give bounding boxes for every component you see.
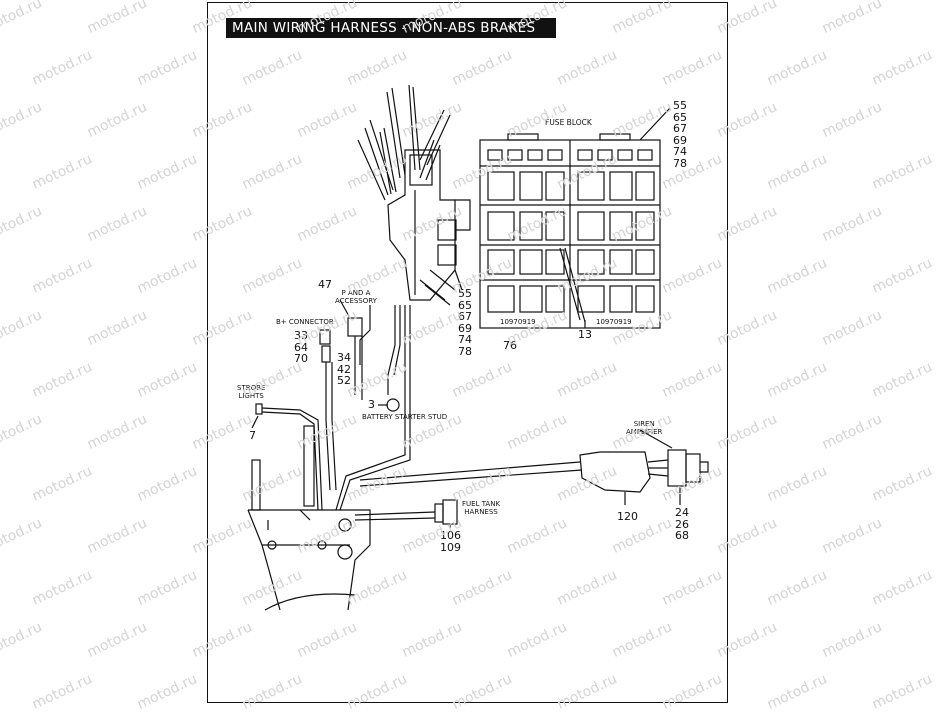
battery-cable: [378, 305, 401, 412]
battery-label: BATTERY STARTER STUD: [362, 413, 448, 421]
strobe-light-wire: [251, 403, 323, 511]
callout-7: 7: [249, 429, 256, 442]
frame-bracket: [247, 425, 371, 611]
b-plus-connector: [319, 329, 337, 491]
fuel-tank-connector: [354, 499, 458, 528]
fuse-block: [479, 133, 661, 329]
part-number-right: 10970919: [596, 318, 632, 326]
main-trunk: [335, 305, 709, 511]
callout-3: 3: [368, 398, 375, 411]
harness-wire-ends: [357, 84, 451, 201]
p-and-a-connector: [339, 299, 371, 400]
callout-47: 47: [318, 278, 332, 291]
harness-connector-block: [387, 149, 471, 306]
callout-120: 120: [617, 510, 638, 523]
leader-fuse-top: [639, 107, 671, 141]
b-plus-label: B+ CONNECTOR: [276, 318, 334, 326]
leader-fuse-left: [454, 269, 463, 291]
part-number-left: 10970919: [500, 318, 536, 326]
page-title: MAIN WIRING HARNESS - NON-ABS BRAKES: [226, 18, 556, 38]
fuse-block-label: FUSE BLOCK: [545, 118, 592, 127]
diagram-frame: [207, 2, 728, 703]
callout-13: 13: [578, 328, 592, 341]
callout-76: 76: [503, 339, 517, 352]
